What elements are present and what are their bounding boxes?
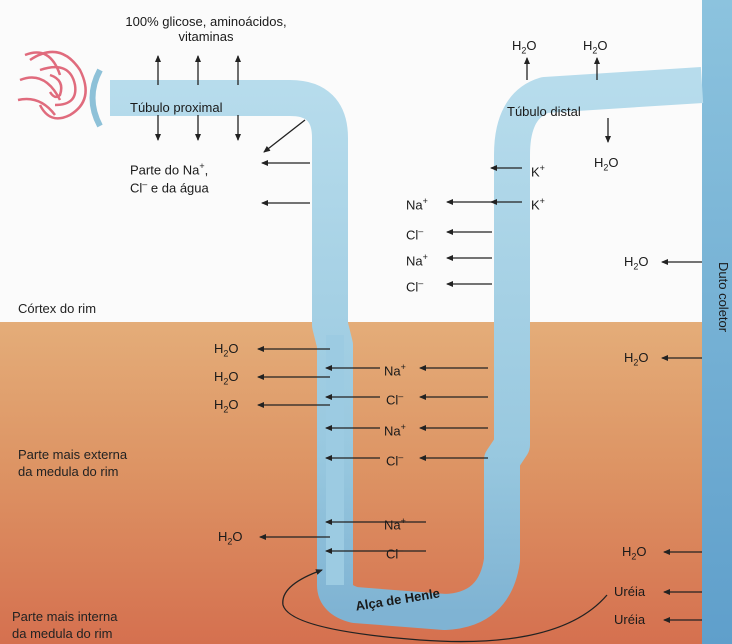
h2o-label: H2O <box>624 254 649 275</box>
proximal-reabsorption-label: Parte do Na+, Cl– e da água <box>130 159 209 196</box>
chloride-label: Cl– <box>406 224 423 242</box>
chloride-label: Cl– <box>406 276 423 294</box>
inner-medulla-zone-label: Parte mais interna da medula do rim <box>12 608 118 642</box>
cortex-zone-label: Córtex do rim <box>18 300 96 317</box>
top-substances-label: 100% glicose, aminoácidos, vitaminas <box>100 14 312 44</box>
h2o-label: H2O <box>583 38 608 59</box>
outer-medulla-zone-label: Parte mais externa da medula do rim <box>18 446 127 480</box>
potassium-label: K+ <box>531 161 545 179</box>
h2o-label: H2O <box>622 544 647 565</box>
h2o-label: H2O <box>594 155 619 176</box>
potassium-label: K+ <box>531 194 545 212</box>
sodium-label: Na+ <box>384 360 406 378</box>
h2o-label: H2O <box>512 38 537 59</box>
h2o-label: H2O <box>214 369 239 390</box>
h2o-label: H2O <box>624 350 649 371</box>
sodium-label: Na+ <box>384 420 406 438</box>
collecting-duct-label: Duto coletor <box>716 262 731 332</box>
sodium-label: Na+ <box>384 514 406 532</box>
proximal-tubule-label: Túbulo proximal <box>130 100 223 115</box>
sodium-label: Na+ <box>406 250 428 268</box>
distal-tubule-label: Túbulo distal <box>507 104 581 119</box>
chloride-label: Cl– <box>386 389 403 407</box>
chloride-label: Cl– <box>386 450 403 468</box>
h2o-label: H2O <box>218 529 243 550</box>
h2o-label: H2O <box>214 341 239 362</box>
sodium-label: Na+ <box>406 194 428 212</box>
h2o-label: H2O <box>214 397 239 418</box>
cortex-zone <box>0 0 732 322</box>
chloride-label: Cl– <box>386 543 403 561</box>
urea-label: Uréia <box>614 584 645 599</box>
urea-label: Uréia <box>614 612 645 627</box>
